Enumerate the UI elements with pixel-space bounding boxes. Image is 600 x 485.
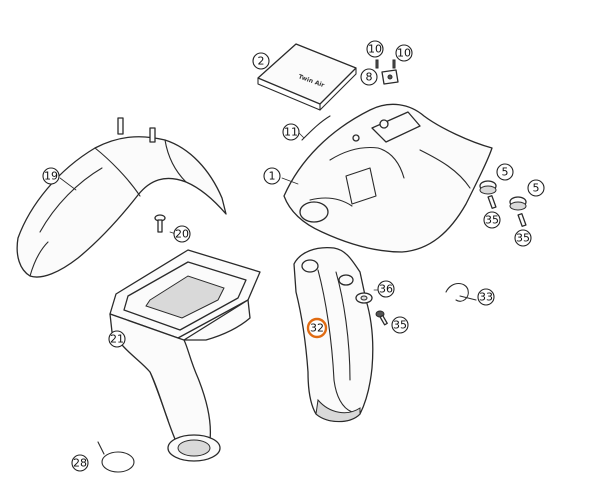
svg-text:21: 21 [110,333,124,346]
callout-21: 21 [108,330,126,348]
svg-text:1: 1 [269,170,276,183]
callout-10b: 10 [395,44,413,62]
svg-text:35: 35 [485,214,499,227]
front-fender [16,117,227,278]
svg-text:36: 36 [379,283,393,296]
callout-35c: 35 [391,316,409,334]
rubber-strip [301,115,331,141]
callout-28: 28 [71,454,89,472]
callout-35b: 35 [514,229,532,247]
rear-fender [283,103,493,253]
callout-33: 33 [477,288,495,306]
svg-text:28: 28 [73,457,87,470]
svg-text:11: 11 [284,126,298,139]
cable-tie [445,282,477,302]
callout-19: 19 [42,167,60,185]
callout-1: 1 [263,167,281,185]
callout-11: 11 [282,123,300,141]
svg-text:2: 2 [258,55,265,68]
svg-text:20: 20 [175,228,189,241]
callout-5b: 5 [527,179,545,197]
callout-2: 2 [252,52,270,70]
svg-text:19: 19 [44,170,58,183]
svg-text:32: 32 [310,322,324,335]
bushing-screw-set-2 [509,196,527,227]
small-screws [375,59,399,85]
svg-text:33: 33 [479,291,493,304]
callout-20: 20 [173,225,191,243]
callout-10a: 10 [366,40,384,58]
callout-32: 32 [306,317,328,339]
panel-screw [375,310,388,326]
hose-clamp [97,441,135,473]
svg-text:5: 5 [533,182,540,195]
svg-text:5: 5 [502,166,509,179]
side-number-plate [293,246,374,423]
washer [355,292,373,304]
callout-36: 36 [377,280,395,298]
svg-text:10: 10 [397,47,411,60]
svg-text:35: 35 [516,232,530,245]
fender-screw [154,214,166,233]
callout-8: 8 [360,68,378,86]
callout-5a: 5 [496,163,514,181]
airbox [109,249,261,462]
svg-text:10: 10 [368,43,382,56]
svg-text:35: 35 [393,319,407,332]
callout-35a: 35 [483,211,501,229]
owners-manual: Twin Air [257,43,357,111]
svg-text:8: 8 [366,71,373,84]
bushing-screw-set-1 [479,180,497,209]
